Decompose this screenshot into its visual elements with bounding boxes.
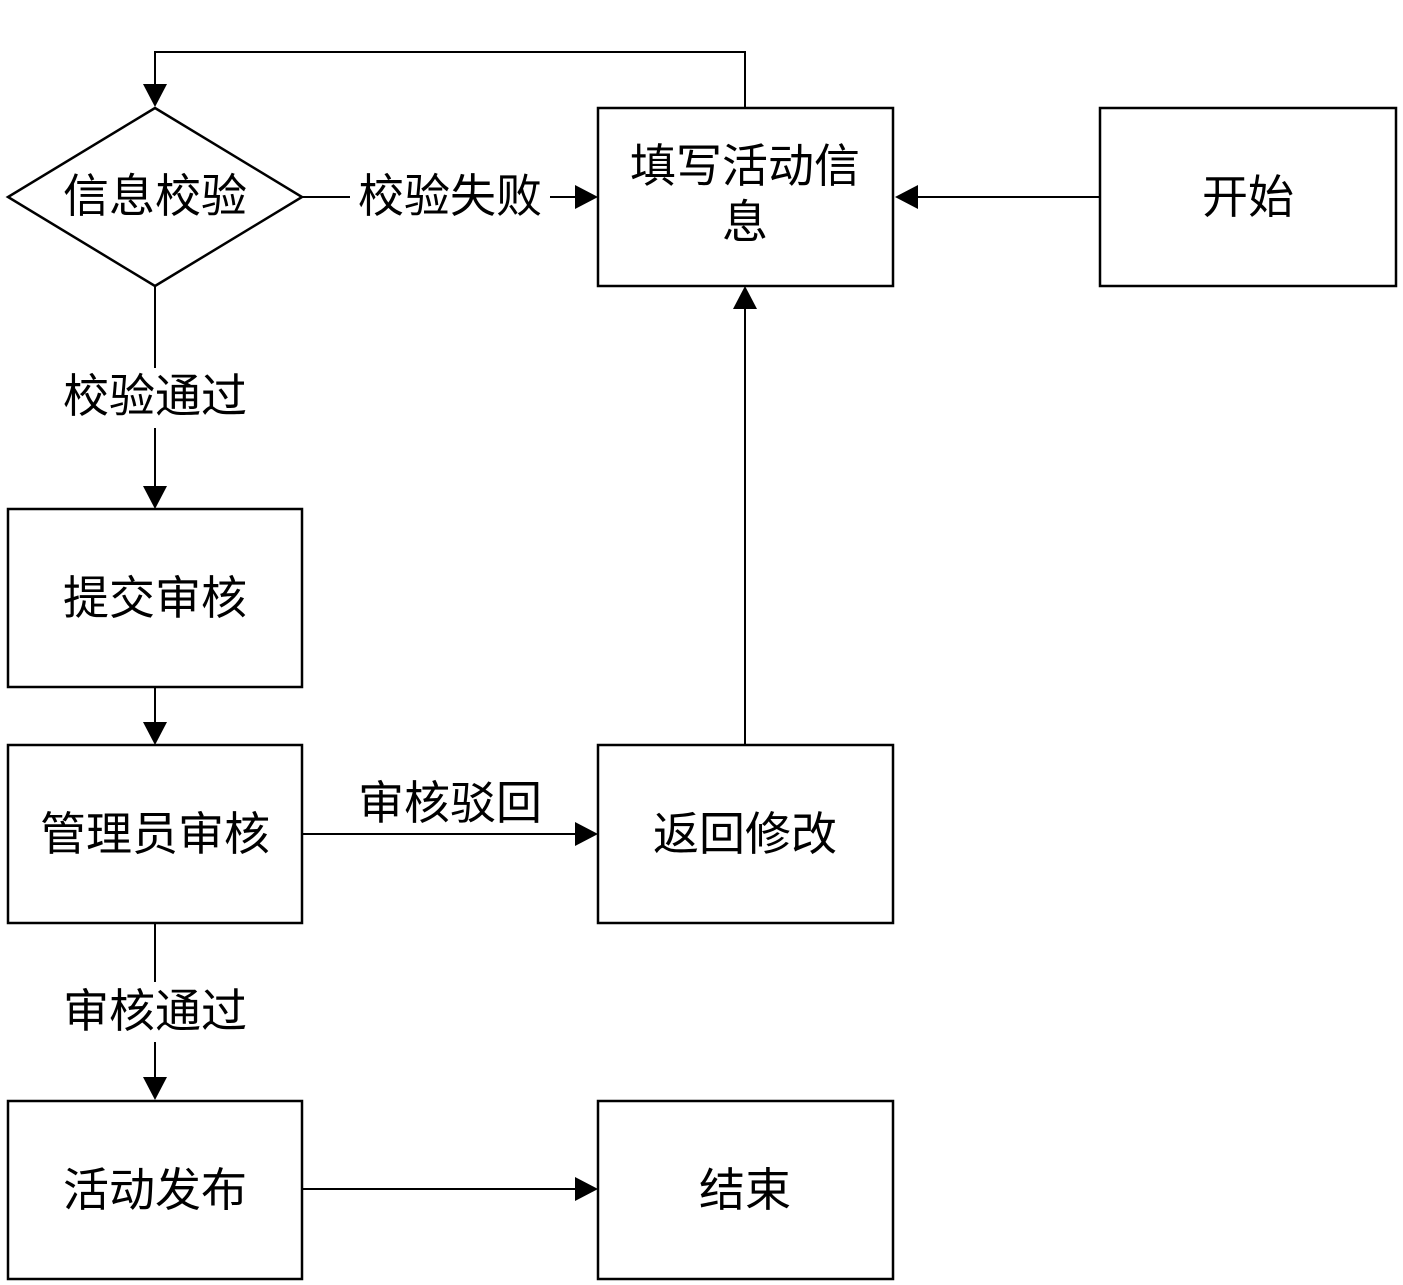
arrowhead-start-to-fill xyxy=(895,185,918,209)
arrowhead-review-pass xyxy=(143,1077,167,1100)
node-verify-label: 信息校验 xyxy=(63,169,247,223)
arrowhead-submit-to-review xyxy=(143,722,167,745)
node-admin-review: 管理员审核 xyxy=(6,743,304,925)
edge-label-verify-fail-bg xyxy=(350,168,550,224)
arrowhead-publish-to-end xyxy=(575,1177,598,1201)
arrowhead-fill-to-verify xyxy=(143,84,167,107)
node-end: 结束 xyxy=(596,1099,895,1281)
node-submit-label: 提交审核 xyxy=(63,571,247,625)
edge-label-review-reject: 审核驳回 xyxy=(358,776,542,830)
edge-label-review-reject-bg xyxy=(350,776,550,832)
edge-fill-to-verify xyxy=(154,51,746,108)
node-end-label: 结束 xyxy=(699,1163,791,1217)
node-fill-info-label-line1: 填写活动信 xyxy=(630,139,860,193)
edge-label-verify-pass-bg xyxy=(55,368,255,428)
arrowhead-return-to-fill xyxy=(733,286,757,309)
arrowhead-verify-pass xyxy=(143,486,167,509)
node-verify: 信息校验 xyxy=(5,106,305,288)
node-return-modify: 返回修改 xyxy=(596,743,895,925)
node-start: 开始 xyxy=(1098,106,1398,288)
node-fill-info: 填写活动信 息 xyxy=(596,106,895,288)
node-submit: 提交审核 xyxy=(6,507,304,689)
node-return-modify-label: 返回修改 xyxy=(653,807,837,861)
edge-label-verify-pass: 校验通过 xyxy=(63,369,247,423)
arrowhead-review-reject xyxy=(575,822,598,846)
edge-label-review-pass: 审核通过 xyxy=(63,984,247,1038)
node-start-label: 开始 xyxy=(1202,170,1294,224)
node-publish-label: 活动发布 xyxy=(63,1163,247,1217)
node-admin-review-label: 管理员审核 xyxy=(40,807,270,861)
node-fill-info-label-line2: 息 xyxy=(722,195,768,249)
arrowhead-verify-fail xyxy=(575,185,598,209)
edge-label-review-pass-bg xyxy=(55,982,255,1042)
node-publish: 活动发布 xyxy=(6,1099,304,1281)
edge-label-verify-fail: 校验失败 xyxy=(358,169,542,223)
